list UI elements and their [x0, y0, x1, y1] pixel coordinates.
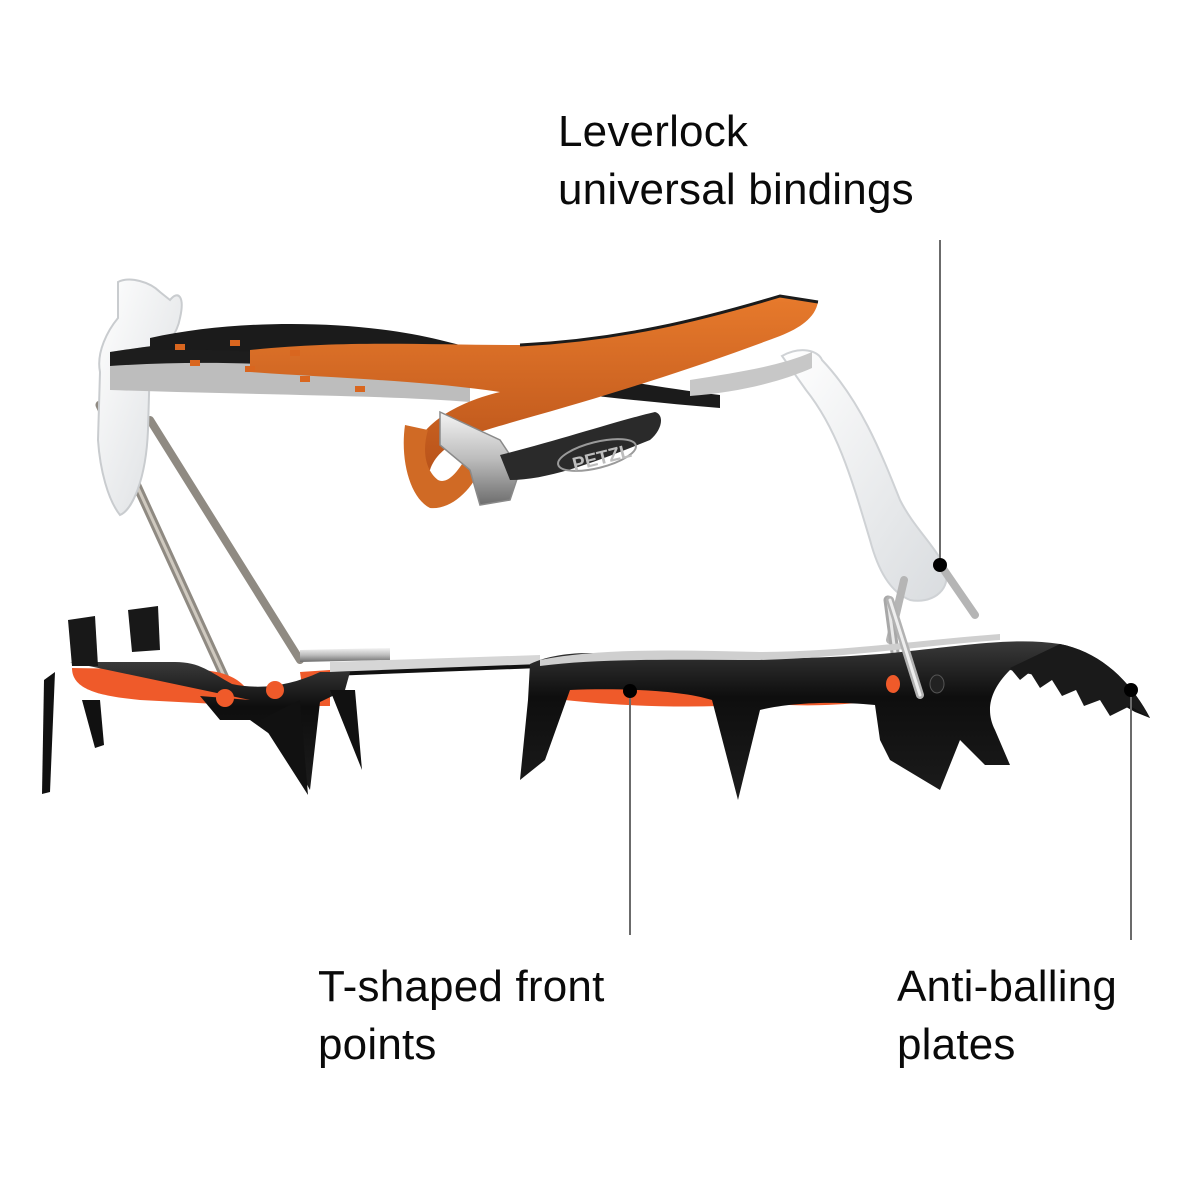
leader-dot-t-shaped	[623, 684, 637, 698]
callout-label-anti-balling-plates: Anti-balling plates	[897, 958, 1117, 1074]
heel-cup	[96, 278, 183, 517]
callout-line: Anti-balling	[897, 962, 1118, 1011]
callout-line: universal bindings	[558, 165, 914, 214]
toe-bail-wire	[886, 596, 924, 699]
binding-strap	[110, 294, 819, 509]
rear-crampon-section	[42, 606, 362, 795]
callout-line: T-shaped front	[318, 962, 605, 1011]
callout-label-leverlock: Leverlock universal bindings	[558, 103, 914, 219]
leader-line-anti-balling	[1130, 690, 1132, 940]
leader-line-t-shaped	[629, 691, 631, 935]
callout-line: plates	[897, 1020, 1016, 1069]
leader-dot-anti-balling	[1124, 683, 1138, 697]
callout-line: Leverlock	[558, 107, 749, 156]
center-bar	[300, 648, 540, 676]
front-crampon-section	[520, 634, 1150, 800]
callout-line: points	[318, 1020, 437, 1069]
leader-line-leverlock	[939, 240, 941, 565]
callout-label-t-shaped-front-points: T-shaped front points	[318, 958, 605, 1074]
leader-dot-leverlock	[933, 558, 947, 572]
